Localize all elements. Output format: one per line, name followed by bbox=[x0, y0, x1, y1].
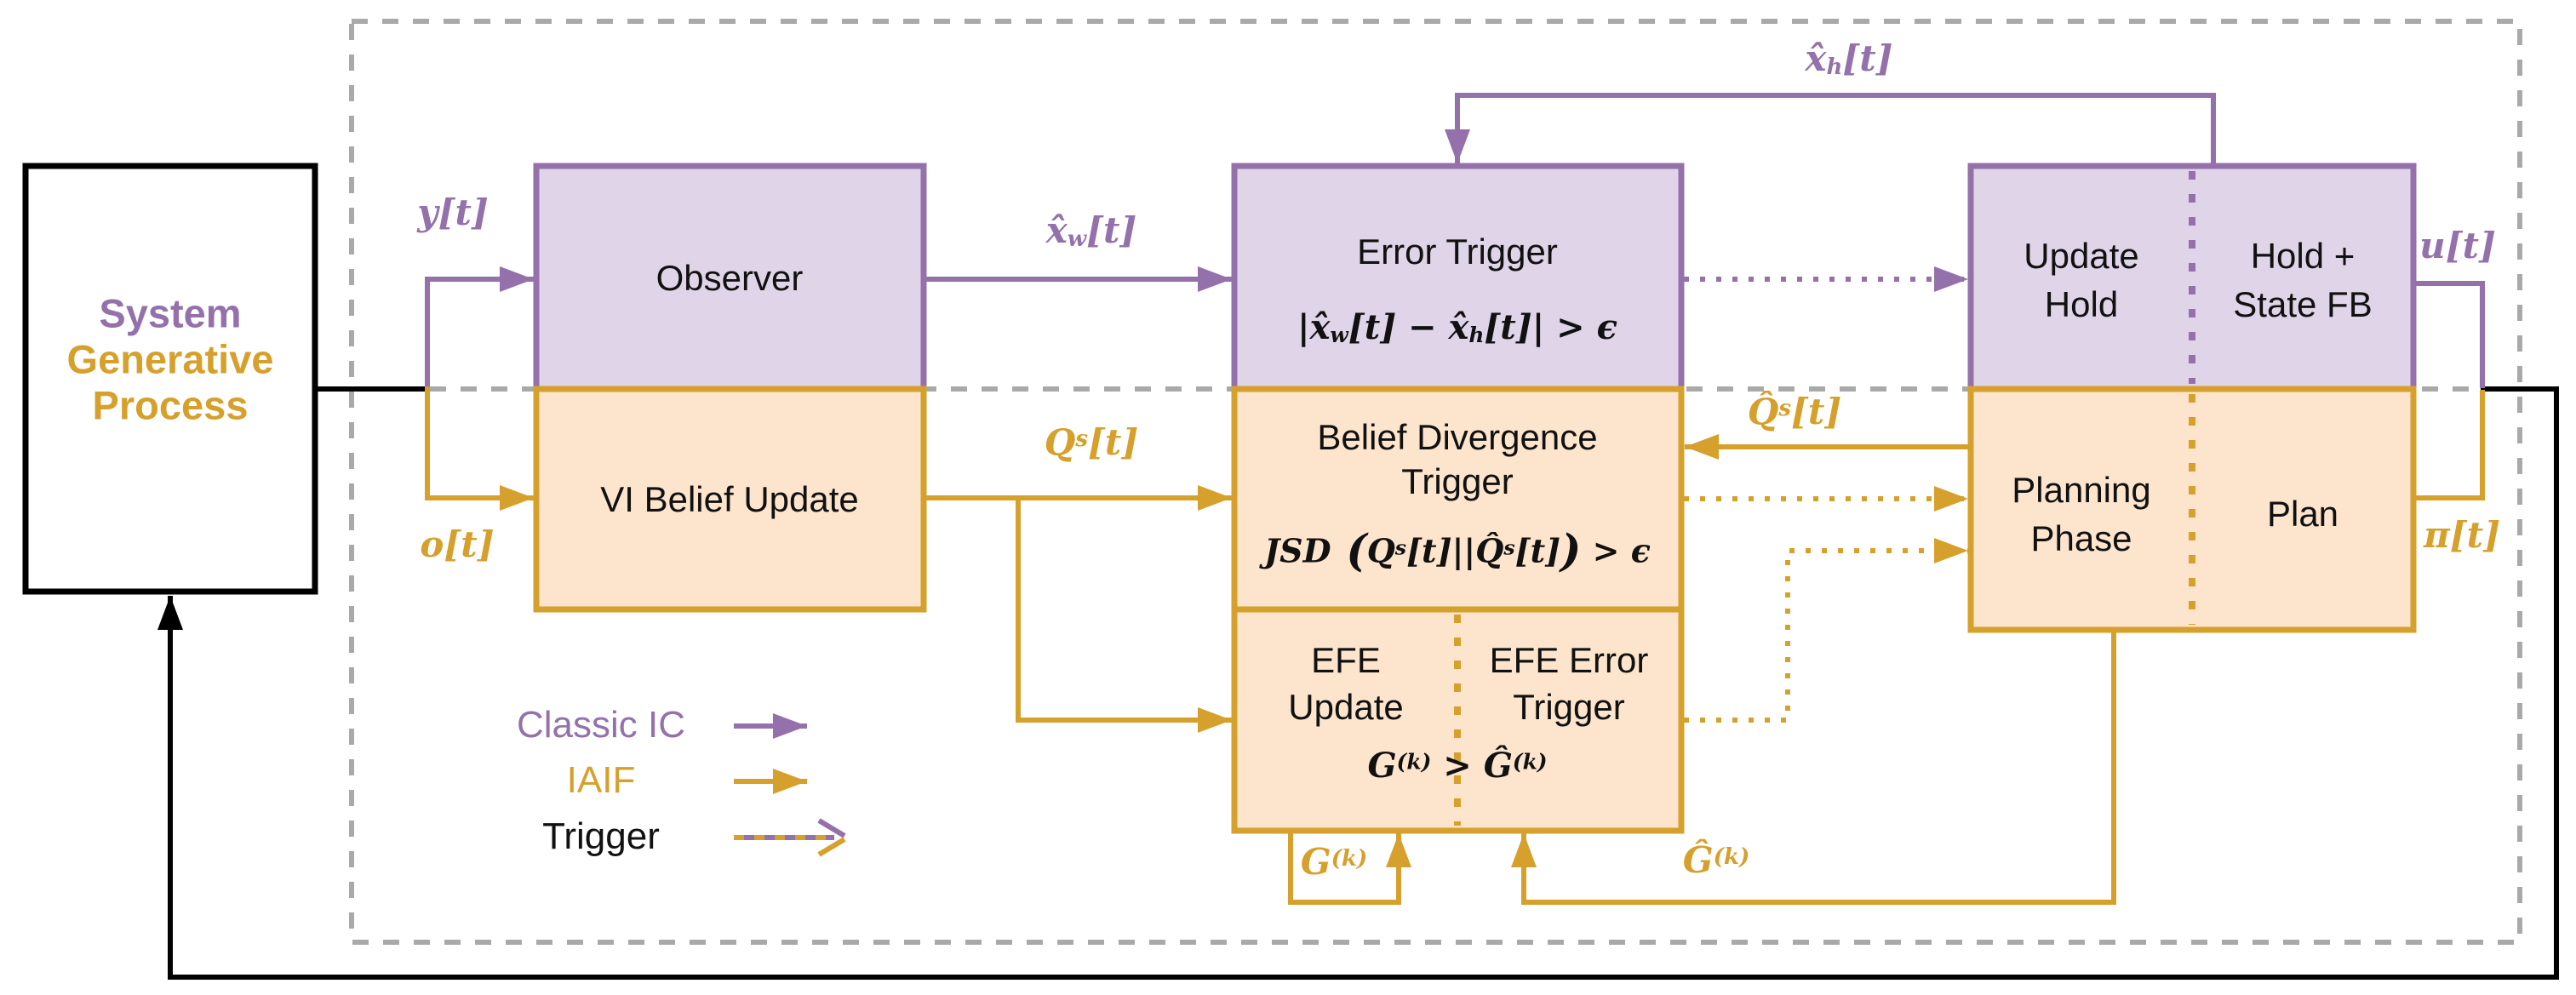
qs-signal-label: Qs[t] bbox=[1044, 421, 1139, 463]
belief-divergence-trigger-box bbox=[1231, 386, 1685, 613]
xw-signal-label: x̂w[t] bbox=[1045, 209, 1137, 253]
belief-trigger-formula: JSD (Qs[t]||Q̂s[t]) > ϵ bbox=[1264, 525, 1651, 577]
legend-trigger-arrow bbox=[734, 818, 846, 857]
vi-belief-update-label: VI Belief Update bbox=[600, 479, 859, 519]
ghat-feedback-arrow bbox=[1511, 630, 2116, 905]
legend-trigger-label: Trigger bbox=[542, 815, 660, 857]
legend-classic-ic-label: Classic IC bbox=[516, 704, 686, 746]
error-trigger-formula: |x̂w[t] − x̂h[t]| > ϵ bbox=[1297, 307, 1617, 348]
observer-box bbox=[533, 163, 927, 392]
efe-error-label-line1: EFE Error bbox=[1489, 640, 1649, 680]
hold-state-fb-label-line2: State FB bbox=[2233, 284, 2373, 324]
y-signal-label: y[t] bbox=[417, 192, 489, 233]
pi-signal-label: π[t] bbox=[2424, 514, 2500, 556]
error-trigger-title: Error Trigger bbox=[1357, 232, 1558, 272]
update-hold-label-line2: Hold bbox=[2044, 284, 2119, 324]
efe-update-label-line1: EFE bbox=[1311, 640, 1381, 680]
o-signal-arrow bbox=[425, 386, 534, 511]
ghat-signal-label: Ĝ(k) bbox=[1682, 839, 1750, 881]
sgp-label-line3: Process bbox=[92, 382, 249, 428]
update-hold-box bbox=[1967, 163, 2417, 392]
outer-dashed-border bbox=[349, 19, 2522, 945]
observer-label: Observer bbox=[655, 258, 804, 298]
g-loop-arrow bbox=[1288, 829, 1411, 905]
sgp-label-line1: System bbox=[99, 290, 242, 336]
system-feedback-arrow bbox=[157, 386, 2559, 980]
efe-formula: G(k) > Ĝ(k) bbox=[1367, 746, 1548, 786]
error-trigger-box bbox=[1231, 163, 1685, 392]
planning-label-line1: Planning bbox=[2012, 470, 2151, 510]
update-hold-label-line1: Update bbox=[2024, 236, 2139, 276]
efe-update-label-line2: Update bbox=[1288, 687, 1404, 727]
qs-branch-arrow bbox=[1016, 498, 1232, 733]
y-signal-arrow bbox=[425, 266, 534, 392]
vi-belief-update-box bbox=[533, 386, 927, 613]
xh-signal-label: x̂h[t] bbox=[1805, 37, 1893, 81]
o-signal-label: o[t] bbox=[420, 523, 495, 565]
belief-trigger-title-line2: Trigger bbox=[1401, 461, 1514, 501]
u-signal-line bbox=[2413, 281, 2485, 388]
planning-label-line2: Phase bbox=[2030, 518, 2132, 558]
hold-state-fb-label-line1: Hold + bbox=[2250, 236, 2356, 276]
plan-label: Plan bbox=[2266, 494, 2339, 534]
system-generative-process-box bbox=[22, 163, 318, 595]
efe-box bbox=[1231, 606, 1685, 834]
belief-trigger-title-line1: Belief Divergence bbox=[1317, 417, 1598, 457]
efe-error-label-line2: Trigger bbox=[1513, 687, 1625, 727]
qhat-signal-label: Q̂s[t] bbox=[1747, 391, 1842, 432]
g-signal-label: G(k) bbox=[1300, 841, 1368, 883]
u-signal-label: u[t] bbox=[2419, 225, 2496, 266]
efe-trigger-dotted-arrow bbox=[1684, 538, 1968, 723]
pi-signal-line bbox=[2413, 390, 2485, 500]
xh-feedback-arrow bbox=[1445, 93, 2216, 166]
legend-iaif-label: IAIF bbox=[566, 759, 636, 801]
sgp-label-line2: Generative bbox=[66, 336, 274, 382]
